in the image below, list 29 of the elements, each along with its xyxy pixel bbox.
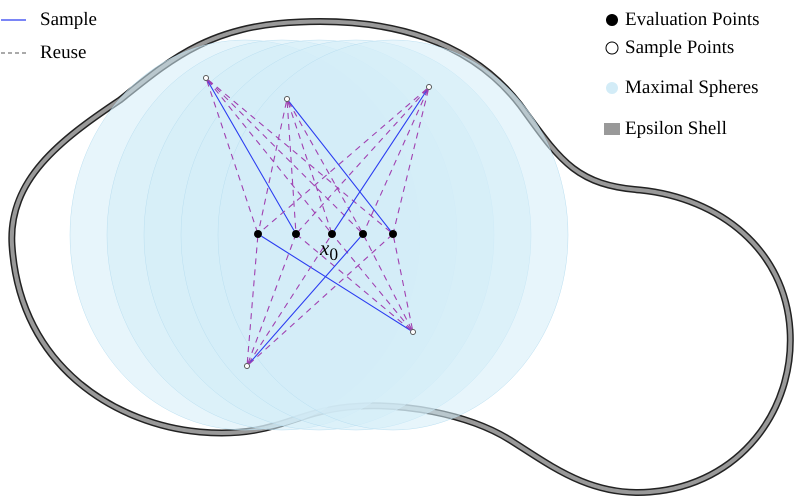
dashed-line xyxy=(206,80,258,230)
dashed-line xyxy=(298,88,428,232)
line xyxy=(334,89,428,231)
dashed-line xyxy=(287,102,332,230)
dashed-line xyxy=(260,88,428,232)
legend-label: Evaluation Points xyxy=(625,10,760,29)
line xyxy=(248,236,361,364)
dashed-line xyxy=(246,238,258,364)
legend-label: Sample xyxy=(40,10,97,29)
dashed-line xyxy=(298,236,412,330)
dashed-line xyxy=(208,80,361,232)
line xyxy=(261,236,411,331)
legend-label: Epsilon Shell xyxy=(625,119,727,138)
dashed-line xyxy=(208,80,390,232)
dashed-line xyxy=(248,236,390,364)
dashed-line xyxy=(286,102,296,230)
dashed-line xyxy=(207,80,330,232)
dashed-line xyxy=(248,237,330,364)
legend-label: Maximal Spheres xyxy=(625,78,759,97)
point-label: x$_{0}$ xyxy=(320,238,338,264)
dashed-line xyxy=(364,237,412,330)
dashed-line xyxy=(248,238,296,364)
legend-label: Sample Points xyxy=(625,38,734,57)
legend-label: Reuse xyxy=(40,43,86,62)
dashed-line xyxy=(288,101,362,231)
line xyxy=(288,101,391,232)
dashed-line xyxy=(393,238,413,330)
dashed-line xyxy=(393,90,429,230)
line xyxy=(207,80,294,231)
